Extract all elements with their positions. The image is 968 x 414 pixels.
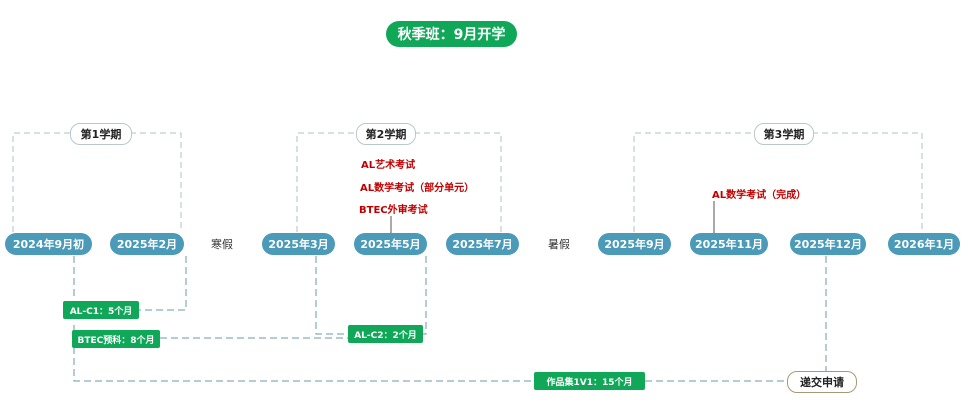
timeline-node-2025-07: 2025年7月	[446, 233, 519, 255]
course-btec-foundation: BTEC预科：8个月	[72, 330, 160, 348]
term-1-label: 第1学期	[70, 123, 132, 145]
timeline-node-2024-09: 2024年9月初	[5, 233, 92, 255]
term-2-label: 第2学期	[356, 123, 416, 145]
timeline-node-2025-05: 2025年5月	[354, 233, 427, 255]
exam-al-math-complete: AL数学考试（完成）	[712, 190, 807, 201]
term-3-label: 第3学期	[754, 123, 814, 145]
timeline-node-2025-03: 2025年3月	[262, 233, 335, 255]
timeline-node-2025-12: 2025年12月	[790, 233, 866, 255]
timeline-node-2025-11: 2025年11月	[690, 233, 768, 255]
timeline-node-2025-02: 2025年2月	[110, 233, 184, 255]
timeline-node-2026-01: 2026年1月	[888, 233, 960, 255]
break-winter: 寒假	[211, 238, 233, 251]
page-title: 秋季班：9月开学	[386, 21, 517, 47]
timeline-node-2025-09: 2025年9月	[598, 233, 671, 255]
course-al-c2: AL-C2：2个月	[348, 325, 423, 343]
course-portfolio-1v1: 作品集1V1：15个月	[534, 372, 645, 390]
exam-btec-external: BTEC外审考试	[359, 205, 428, 216]
submit-application-label: 递交申请	[787, 371, 857, 393]
exam-al-math-partial: AL数学考试（部分单元）	[360, 183, 475, 194]
exam-al-art: AL艺术考试	[361, 160, 416, 171]
course-al-c1: AL-C1：5个月	[63, 301, 139, 319]
break-summer: 暑假	[548, 238, 570, 251]
